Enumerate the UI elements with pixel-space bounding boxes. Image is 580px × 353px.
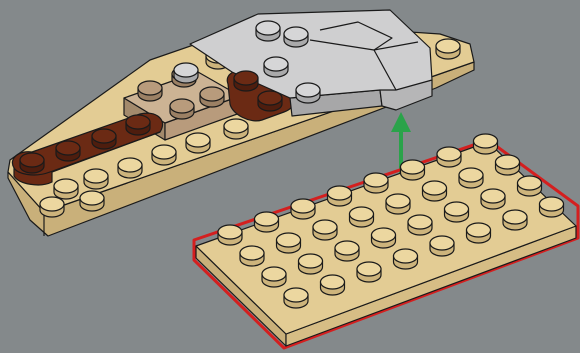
tan-block-stud	[138, 81, 162, 101]
plate-stud	[364, 173, 388, 193]
plate-stud	[437, 147, 461, 167]
brown-stud	[56, 141, 80, 161]
plate-stud	[518, 176, 542, 196]
base-stud	[84, 169, 108, 189]
grey-stud	[174, 63, 198, 83]
plate-stud	[408, 215, 432, 235]
grey-stud	[256, 21, 280, 41]
plate-stud	[284, 288, 308, 308]
plate-stud	[335, 241, 359, 261]
plate-stud	[430, 236, 454, 256]
brown-stud	[258, 91, 282, 111]
plate-stud	[255, 212, 279, 232]
plate-stud	[423, 181, 447, 201]
plate-stud	[313, 220, 337, 240]
brown-stud	[234, 71, 258, 91]
brown-stud	[92, 129, 116, 149]
base-stud	[186, 133, 210, 153]
plate-stud	[299, 254, 323, 274]
base-stud	[152, 145, 176, 165]
brown-stud	[126, 115, 150, 135]
plate-stud	[372, 228, 396, 248]
plate-stud	[496, 155, 520, 175]
brown-stud	[20, 153, 44, 173]
plate-stud	[445, 202, 469, 222]
grey-stud	[284, 27, 308, 47]
plate-stud	[386, 194, 410, 214]
base-stud	[224, 119, 248, 139]
plate-stud	[277, 233, 301, 253]
plate-stud	[540, 197, 564, 217]
plate-stud	[240, 246, 264, 266]
plate-stud	[321, 275, 345, 295]
base-stud	[80, 191, 104, 211]
plate-stud	[218, 225, 242, 245]
plate-stud	[350, 207, 374, 227]
plate-stud	[262, 267, 286, 287]
base-stud	[436, 39, 460, 59]
base-stud	[54, 179, 78, 199]
tan-block-stud	[200, 87, 224, 107]
base-stud	[40, 197, 64, 217]
plate-stud	[474, 134, 498, 154]
plate-stud	[394, 249, 418, 269]
plate-stud	[328, 186, 352, 206]
grey-stud	[296, 83, 320, 103]
plate-stud	[291, 199, 315, 219]
tan-block-stud	[170, 99, 194, 119]
plate-stud	[357, 262, 381, 282]
plate-stud	[481, 189, 505, 209]
plate-stud	[401, 160, 425, 180]
plate-stud	[503, 210, 527, 230]
plate-stud	[459, 168, 483, 188]
grey-stud	[264, 57, 288, 77]
base-stud	[118, 158, 142, 178]
plate-stud	[467, 223, 491, 243]
plate-4x8-tan	[194, 134, 578, 348]
